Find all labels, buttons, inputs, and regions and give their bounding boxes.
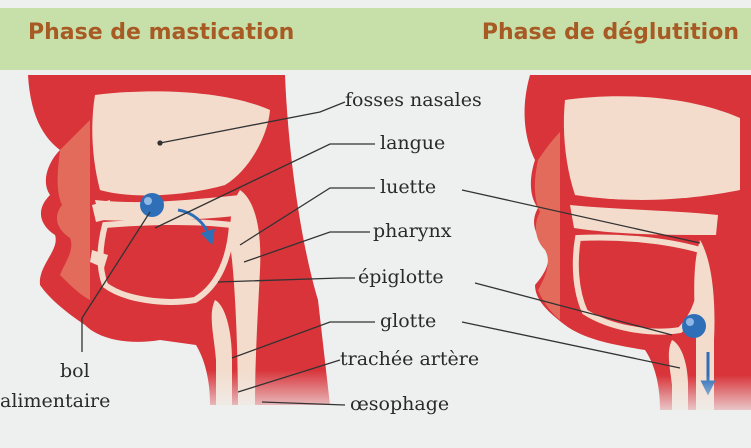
bolus-right bbox=[682, 314, 706, 338]
nasal-cavity-right bbox=[564, 96, 740, 200]
label-pharynx: pharynx bbox=[373, 222, 452, 241]
head-mastication bbox=[0, 75, 340, 420]
label-langue: langue bbox=[380, 134, 445, 153]
bolus-left bbox=[140, 193, 164, 217]
label-bol: bol bbox=[60, 362, 90, 381]
fade-right bbox=[520, 375, 751, 420]
label-fosses-nasales: fosses nasales bbox=[345, 91, 482, 110]
label-glotte: glotte bbox=[380, 312, 436, 331]
label-luette: luette bbox=[380, 178, 436, 197]
label-trachee: trachée artère bbox=[340, 350, 479, 369]
label-epiglotte: épiglotte bbox=[358, 268, 444, 287]
head-deglutition bbox=[520, 75, 751, 420]
tongue-right bbox=[576, 238, 702, 332]
label-alimentaire: alimentaire bbox=[0, 392, 110, 411]
dot-fosses-nasales bbox=[158, 141, 162, 145]
bolus-right-shine bbox=[686, 318, 694, 326]
bolus-left-shine bbox=[144, 197, 152, 205]
label-oesophage: œsophage bbox=[350, 395, 449, 414]
